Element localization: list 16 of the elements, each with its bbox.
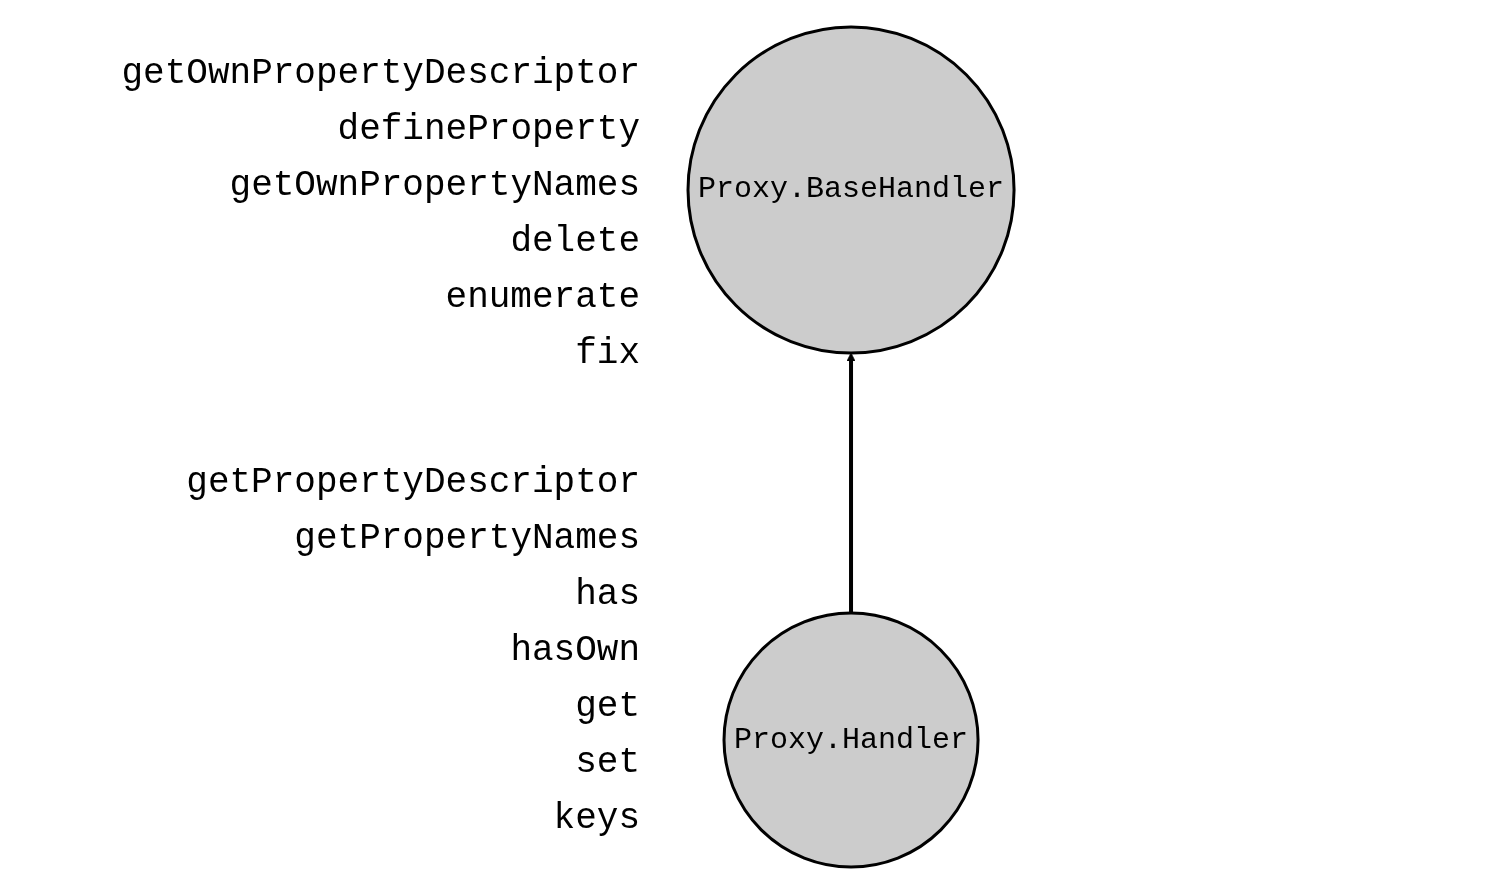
method-name: getPropertyDescriptor <box>186 460 640 505</box>
method-name: defineProperty <box>337 108 640 153</box>
method-name: getPropertyNames <box>294 516 640 561</box>
arrow <box>846 352 856 613</box>
method-name: has <box>575 572 640 617</box>
method-name: get <box>575 684 640 729</box>
method-name: delete <box>510 220 640 265</box>
method-name: hasOwn <box>510 628 640 673</box>
method-name: set <box>575 740 640 785</box>
method-name: fix <box>575 332 640 377</box>
node-circle: Proxy.BaseHandler <box>686 24 1016 354</box>
method-name: enumerate <box>445 276 640 321</box>
node-circle: Proxy.Handler <box>722 611 980 869</box>
method-name: keys <box>553 796 640 841</box>
method-name: getOwnPropertyNames <box>229 164 640 209</box>
method-name: getOwnPropertyDescriptor <box>121 52 640 97</box>
